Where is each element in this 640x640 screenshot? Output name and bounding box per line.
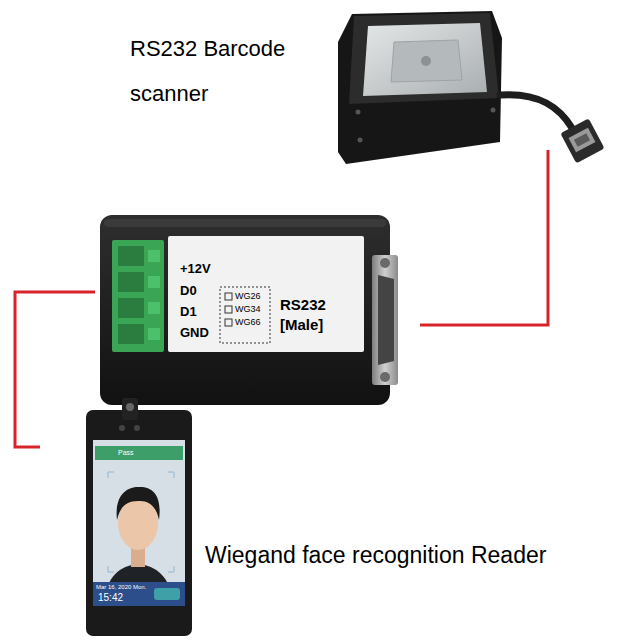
face-reader: Wiegand face recognition Reader [40, 395, 600, 640]
info-bar [93, 582, 185, 606]
scanner-top [349, 13, 499, 104]
pin-name: D1 [180, 305, 197, 320]
scanner-led [421, 56, 431, 66]
reader-frame [86, 410, 192, 636]
status-text: Pass [118, 449, 134, 457]
format-option: WG26 [235, 291, 261, 301]
converter-highlight [104, 219, 386, 227]
checkbox [225, 319, 232, 326]
terminal-screw [148, 302, 160, 314]
scanner-body [338, 11, 502, 164]
scanner-illustration [338, 11, 605, 164]
face-reader-illustration [86, 398, 192, 636]
person-hair [117, 487, 160, 520]
info-button [154, 588, 180, 600]
label-panel [168, 236, 364, 352]
device-title: Wiegand face recognition Reader [205, 542, 546, 568]
db9-shell [378, 275, 394, 365]
reader-camera [122, 398, 138, 420]
sensor [119, 425, 125, 431]
wiegand-converter: +12V D0D1GND WG26WG34WG66 RS232 [Male] [95, 215, 420, 405]
rj45-plug [560, 118, 604, 163]
option-frame [220, 287, 270, 343]
status-bar [95, 446, 183, 460]
checkbox [225, 293, 232, 300]
terminal-slot [118, 298, 144, 318]
terminal-screw [148, 276, 160, 288]
terminal-slot [118, 272, 144, 292]
time-text: 15:42 [98, 592, 123, 603]
signal-wire [15, 292, 95, 447]
camera-lens [126, 403, 134, 411]
pin-name: +12V [180, 262, 211, 277]
plug-pins [574, 133, 590, 147]
pin-name: D0 [180, 284, 197, 299]
pin-name: GND [180, 326, 209, 341]
format-option: WG34 [235, 304, 261, 314]
scanner-cable [500, 95, 572, 128]
plug-body [560, 118, 604, 163]
db9-connector [372, 255, 398, 385]
screw [356, 110, 361, 115]
db9-screw [380, 372, 390, 382]
sensor [134, 425, 140, 431]
format-option: WG66 [235, 317, 261, 327]
plug-face [569, 128, 596, 152]
screw [491, 108, 496, 113]
converter-body [100, 215, 390, 405]
barcode-scanner: RS232 Barcode scanner [120, 10, 590, 150]
terminal-screw [148, 250, 160, 262]
scanner-window [363, 23, 487, 96]
port-name: RS232 [Male] [280, 295, 352, 335]
converter-illustration [100, 215, 398, 405]
terminal-slot [118, 324, 144, 344]
db9-screw [380, 258, 390, 268]
terminal-slot [118, 246, 144, 266]
signal-wire [420, 150, 548, 325]
scanner-lens [391, 40, 462, 82]
terminal-block [112, 240, 164, 352]
checkbox [225, 306, 232, 313]
reader-screen [93, 440, 185, 606]
terminal-screw [148, 328, 160, 340]
device-title: RS232 Barcode scanner [130, 26, 310, 116]
detect-frame [108, 472, 174, 572]
date-text: Mar 16, 2020 Mon. [96, 584, 146, 591]
screw [358, 138, 363, 143]
